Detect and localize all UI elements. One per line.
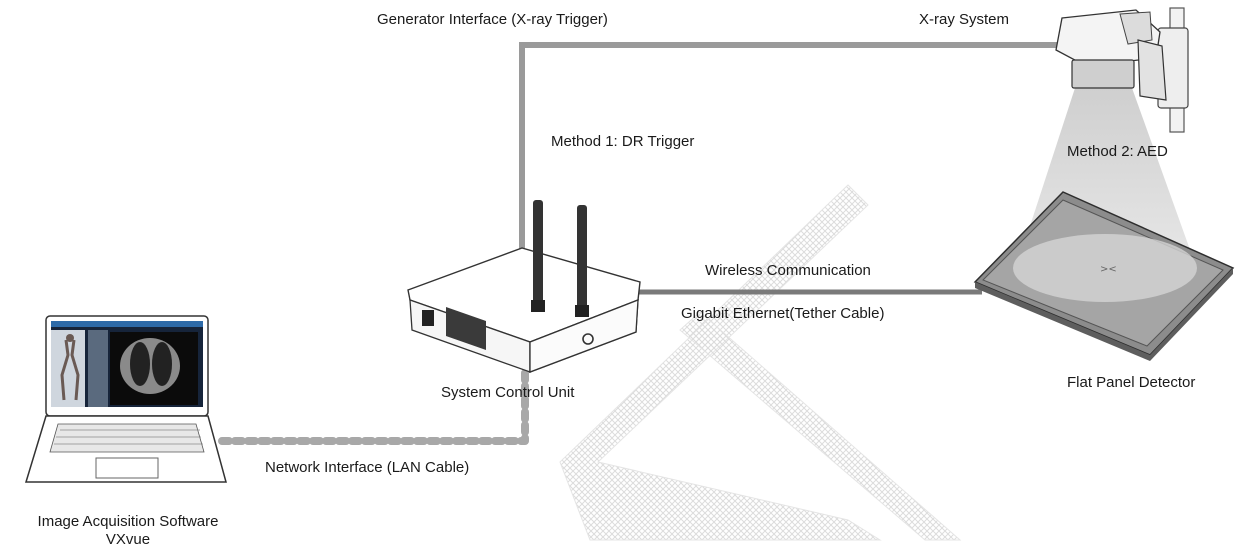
generator-cable bbox=[519, 42, 1058, 252]
label-method-1: Method 1: DR Trigger bbox=[551, 133, 695, 150]
system-control-unit-icon bbox=[407, 200, 641, 373]
label-method-2: Method 2: AED bbox=[1067, 143, 1168, 160]
label-gigabit-ethernet: Gigabit Ethernet(Tether Cable) bbox=[681, 305, 885, 322]
label-system-control-unit: System Control Unit bbox=[441, 384, 575, 401]
label-flat-panel-detector: Flat Panel Detector bbox=[1067, 374, 1196, 391]
label-software: Image Acquisition Software VXvue bbox=[8, 513, 248, 549]
flat-panel-detector-icon: >< bbox=[973, 191, 1235, 361]
xray-system-icon bbox=[1055, 7, 1189, 133]
watermark-logo bbox=[559, 184, 962, 541]
label-software-name: Image Acquisition Software bbox=[37, 513, 219, 530]
laptop-icon bbox=[24, 315, 227, 483]
label-xray-system: X-ray System bbox=[919, 11, 1010, 28]
label-network-interface: Network Interface (LAN Cable) bbox=[265, 459, 470, 476]
lan-cable bbox=[218, 356, 529, 445]
label-software-product: VXvue bbox=[105, 531, 151, 548]
label-wireless-communication: Wireless Communication bbox=[705, 262, 871, 279]
label-generator-interface: Generator Interface (X-ray Trigger) bbox=[377, 11, 608, 28]
svg-text:><: >< bbox=[1100, 264, 1117, 275]
